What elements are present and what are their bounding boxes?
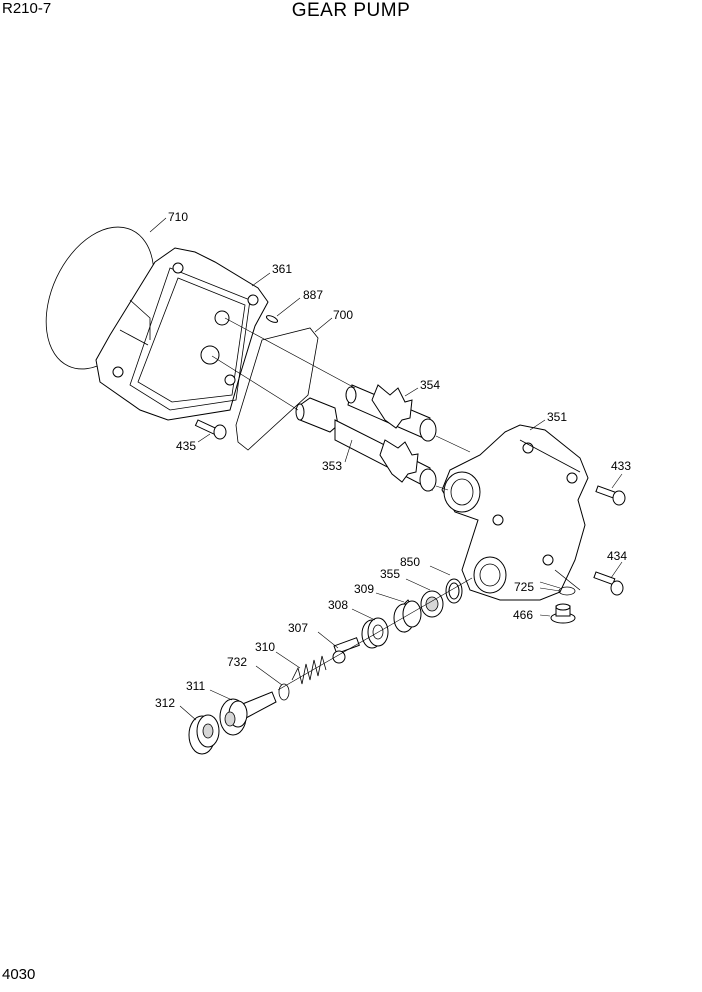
part-310-spring	[291, 655, 327, 685]
label-434: 434	[607, 549, 627, 563]
label-307: 307	[288, 621, 308, 635]
label-725: 725	[514, 580, 534, 594]
part-labels: 710 361 887 700 354 435 353 351 433 850 …	[155, 210, 631, 710]
page-title: GEAR PUMP	[291, 0, 411, 21]
part-466-plug	[550, 603, 576, 624]
part-361-cover	[95, 247, 269, 421]
label-887: 887	[303, 288, 323, 302]
label-466: 466	[513, 608, 533, 622]
label-312: 312	[155, 696, 175, 710]
part-732-o-ring	[278, 683, 290, 701]
label-435: 435	[176, 439, 196, 453]
label-351: 351	[547, 410, 567, 424]
label-355: 355	[380, 567, 400, 581]
part-353-gear-shaft	[295, 397, 437, 492]
part-850-snap-ring	[445, 578, 463, 604]
part-351-pump-body	[441, 424, 589, 601]
label-700: 700	[333, 308, 353, 322]
label-353: 353	[322, 459, 342, 473]
part-725-o-ring	[558, 586, 576, 596]
part-435-bolt	[194, 419, 227, 440]
part-433-bolt	[595, 485, 626, 506]
label-361: 361	[272, 262, 292, 276]
label-850: 850	[400, 555, 420, 569]
part-312-lock-nut	[188, 714, 220, 755]
label-309: 309	[354, 582, 374, 596]
label-433: 433	[611, 459, 631, 473]
label-710: 710	[168, 210, 188, 224]
part-308-valve-seat	[361, 617, 389, 649]
model-code: R210-7	[2, 0, 52, 17]
part-700-gasket	[235, 327, 319, 451]
label-311: 311	[186, 679, 205, 693]
label-310: 310	[255, 640, 275, 654]
page-number: 4030	[2, 966, 36, 983]
part-434-bolt	[593, 571, 624, 596]
label-308: 308	[328, 598, 348, 612]
label-354: 354	[420, 378, 440, 392]
label-leaders	[149, 217, 623, 721]
part-309-sleeve	[393, 599, 422, 633]
part-354-gear	[345, 384, 437, 442]
part-887-pin	[265, 315, 279, 323]
part-311-adjusting-screw	[219, 691, 277, 736]
alignment-lines	[211, 317, 561, 691]
part-355-bearing	[420, 590, 444, 618]
label-732: 732	[227, 655, 247, 669]
